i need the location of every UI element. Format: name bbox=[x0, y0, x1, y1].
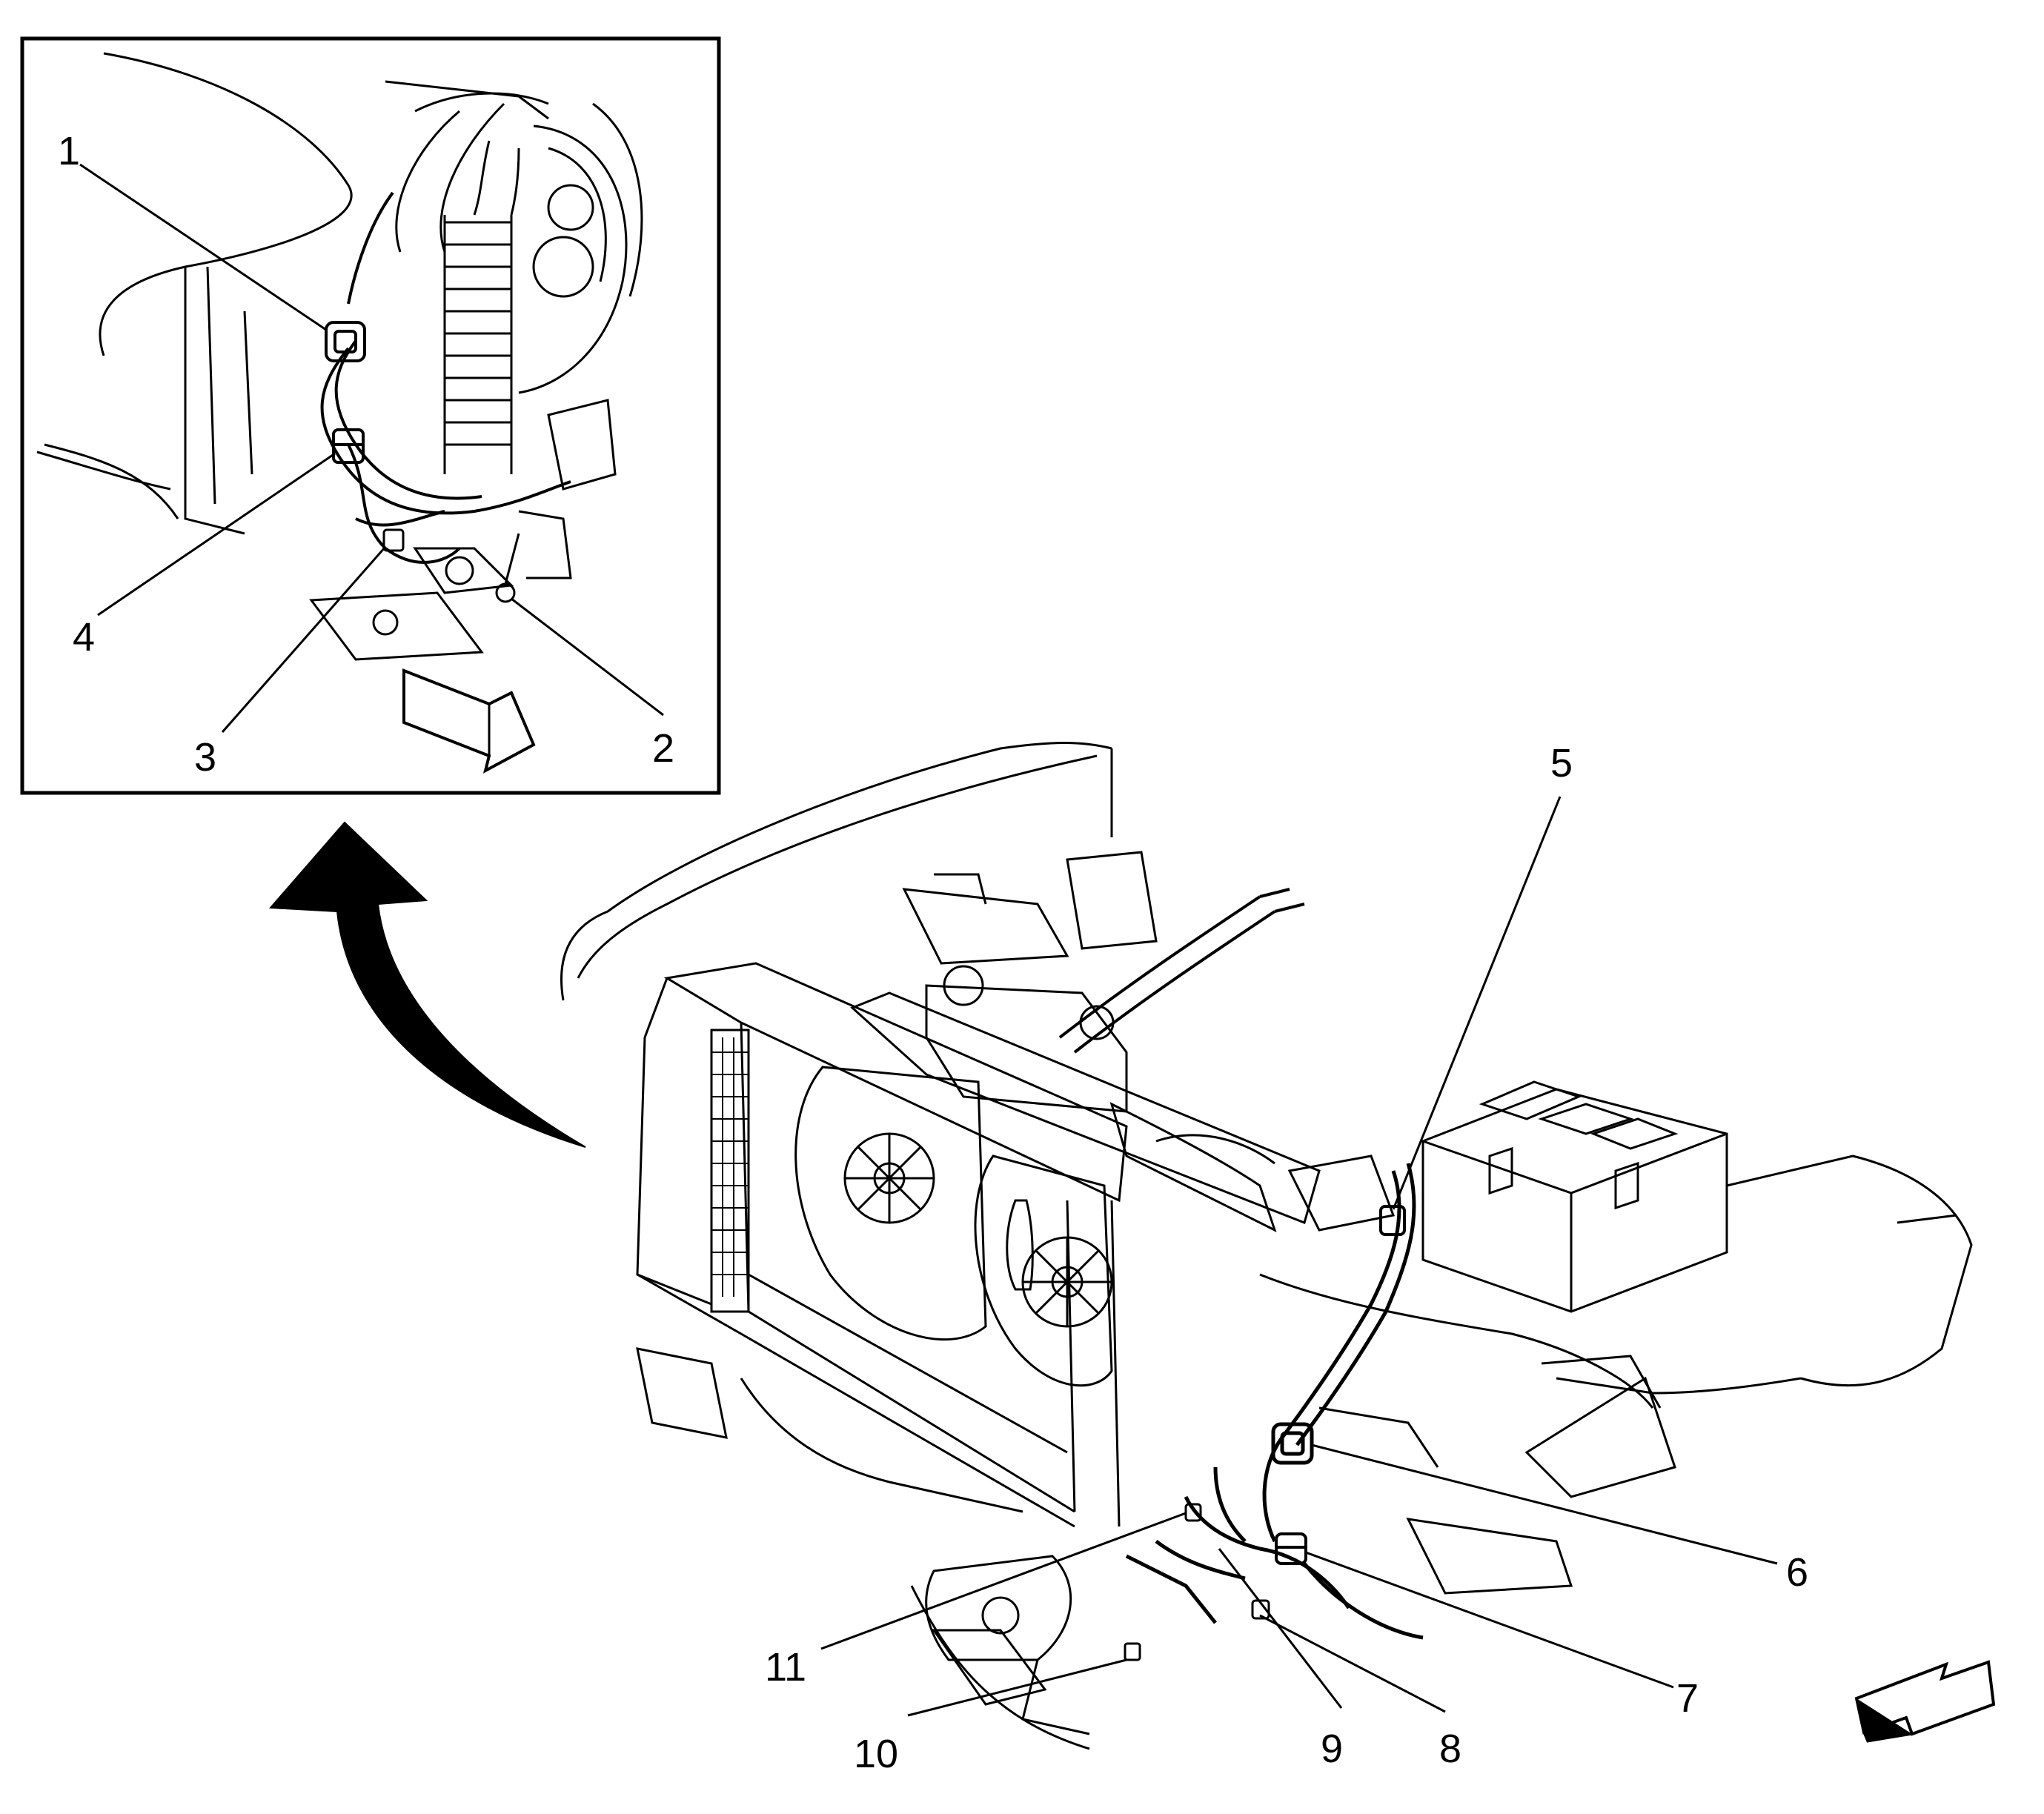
inset-leaders bbox=[79, 163, 664, 733]
inset-frame bbox=[20, 36, 721, 795]
main-engine-view bbox=[560, 742, 1996, 1750]
ground-stud-10 bbox=[1124, 1642, 1141, 1661]
leader-11 bbox=[820, 1512, 1187, 1650]
inset-direction-arrow bbox=[402, 668, 536, 774]
inset-mount-plate bbox=[309, 591, 484, 661]
connector-7 bbox=[1275, 1532, 1307, 1565]
leader-3 bbox=[221, 546, 387, 733]
inset-ground-2 bbox=[495, 533, 520, 603]
inset-connector-3 bbox=[382, 528, 405, 552]
callout-11: 11 bbox=[765, 1645, 806, 1690]
condenser-core bbox=[711, 1037, 749, 1297]
inset-connector-1 bbox=[325, 321, 366, 362]
callout-7: 7 bbox=[1676, 1676, 1699, 1721]
front-crossmember bbox=[925, 1555, 1072, 1661]
connector-6 bbox=[1271, 1422, 1314, 1465]
inset-connector-4 bbox=[332, 428, 365, 464]
callout-labels: 1 2 3 4 5 6 7 8 9 10 11 bbox=[58, 129, 1808, 1776]
hood-outline bbox=[560, 742, 1112, 1001]
leader-6 bbox=[1311, 1443, 1778, 1565]
upper-crossbar bbox=[850, 991, 1321, 1224]
callout-8: 8 bbox=[1439, 1727, 1461, 1771]
radiator-support bbox=[636, 962, 1128, 1528]
leader-8 bbox=[1259, 1614, 1446, 1713]
callout-3: 3 bbox=[194, 735, 216, 780]
inset-lower-panel bbox=[44, 443, 179, 519]
leader-7 bbox=[1305, 1551, 1674, 1689]
callout-9: 9 bbox=[1321, 1727, 1343, 1771]
leader-4 bbox=[97, 452, 336, 617]
callout-6: 6 bbox=[1786, 1550, 1808, 1595]
connector-8 bbox=[1251, 1599, 1270, 1620]
callout-5: 5 bbox=[1550, 741, 1573, 785]
ac-hoses bbox=[1058, 888, 1305, 1054]
leader-5 bbox=[1392, 796, 1562, 1210]
inset-hose-assembly bbox=[395, 102, 520, 474]
fuse-relay-box bbox=[1421, 1080, 1728, 1313]
callout-2: 2 bbox=[652, 726, 674, 771]
leader-10 bbox=[907, 1658, 1127, 1717]
upper-bracket bbox=[1066, 851, 1158, 950]
callout-4: 4 bbox=[73, 615, 95, 660]
intake-duct bbox=[1109, 1102, 1277, 1232]
lower-shield bbox=[1406, 1518, 1573, 1595]
connector-11 bbox=[1184, 1503, 1202, 1522]
leader-2 bbox=[511, 597, 664, 717]
right-wheelhouse bbox=[1726, 1154, 1973, 1387]
main-wiring-harness bbox=[1125, 1163, 1424, 1640]
callout-10: 10 bbox=[854, 1732, 898, 1776]
small-fuse-block bbox=[1287, 1154, 1396, 1232]
left-frame-mount bbox=[636, 1347, 728, 1439]
leader-9 bbox=[1218, 1548, 1343, 1709]
leader-1 bbox=[79, 163, 327, 331]
zoom-indicator-arrow bbox=[268, 821, 586, 1148]
inset-fender-outline bbox=[99, 52, 353, 356]
connector-5 bbox=[1379, 1205, 1406, 1236]
cooling-fans bbox=[794, 1066, 1113, 1387]
main-leaders bbox=[820, 796, 1778, 1717]
callout-1: 1 bbox=[58, 129, 80, 173]
inset-fan-shroud bbox=[518, 124, 628, 394]
